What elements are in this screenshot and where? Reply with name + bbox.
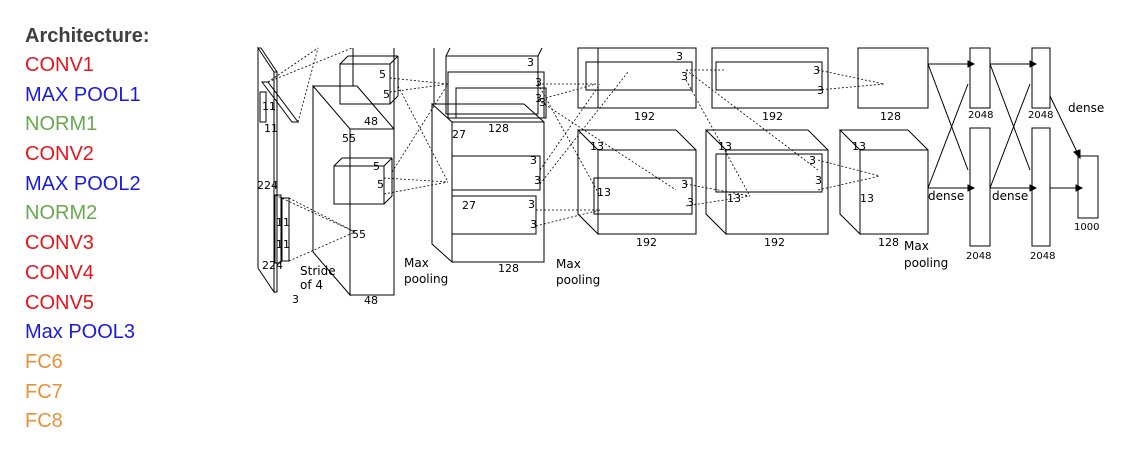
label-conv4-size: 13 [718, 140, 732, 153]
label-conv2-k3a: 3 [527, 56, 534, 69]
label-kernel-11-lower-a: 11 [276, 216, 290, 229]
label-conv4-k3c: 3 [809, 154, 816, 167]
label-conv5-depth-bottom: 128 [878, 236, 899, 249]
label-fc-2048-d: 2048 [1030, 251, 1055, 262]
label-conv4-k3b: 3 [817, 84, 824, 97]
label-conv1-k5b: 5 [383, 88, 390, 101]
label-conv3-size: 13 [590, 140, 604, 153]
input-volume [257, 46, 299, 294]
label-conv2-k3e: 3 [530, 154, 537, 167]
label-conv3-depth-bottom: 192 [636, 236, 657, 249]
label-fc-2048-a: 2048 [968, 110, 993, 121]
layer-item: CONV1 [25, 54, 94, 76]
label-maxpool2-a: Max [556, 257, 581, 271]
label-conv1-depth-bottom: 48 [364, 294, 378, 307]
label-channels: 3 [292, 293, 299, 306]
label-conv2-k3g: 3 [528, 198, 535, 211]
label-kernel-11-bottom: 11 [264, 122, 278, 135]
layer-item: CONV2 [25, 143, 94, 166]
label-kernel-11-lower-b: 11 [276, 238, 290, 251]
label-kernel-11-top: 11 [262, 100, 276, 113]
label-conv1-depth-top: 48 [364, 115, 378, 128]
label-maxpool2-b: pooling [556, 273, 600, 287]
layer-item: Max POOL3 [25, 321, 136, 344]
label-conv1-k5c: 5 [373, 160, 380, 173]
label-conv2-size-b: 27 [462, 199, 476, 212]
layer-item: FC8 [25, 410, 63, 433]
label-conv4-k3d: 3 [815, 174, 822, 187]
label-maxpool3-b: pooling [904, 256, 948, 270]
conv4-volume [705, 47, 829, 236]
label-stride-1: Stride [300, 264, 336, 278]
label-conv3-k3d: 3 [687, 196, 694, 209]
label-conv4-size-b: 13 [727, 192, 741, 205]
fc-layers [969, 47, 1099, 247]
label-conv4-k3a: 3 [813, 64, 820, 77]
layer-item: CONV5 [25, 291, 94, 314]
layer-item: FC6 [25, 350, 63, 373]
label-conv2-k3b: 3 [535, 76, 542, 89]
label-conv1-size-bottom: 55 [352, 228, 366, 241]
label-conv1-k5d: 5 [377, 178, 384, 191]
label-dense-3: dense [1068, 101, 1104, 115]
label-conv2-depth-bottom: 128 [498, 262, 519, 275]
label-conv2-size: 27 [452, 128, 466, 141]
label-fc-2048-c: 2048 [1028, 110, 1053, 121]
label-conv1-size-top: 55 [342, 132, 356, 145]
label-conv3-k3c: 3 [681, 178, 688, 191]
layer-item: MAX POOL1 [25, 83, 141, 106]
label-conv3-k3b: 3 [681, 70, 688, 83]
label-maxpool3-a: Max [904, 239, 929, 253]
label-maxpool1-a: Max [404, 256, 429, 270]
label-input-size: 224 [257, 179, 278, 192]
label-stride-2: of 4 [300, 278, 323, 292]
label-maxpool1-b: pooling [404, 272, 448, 286]
label-conv5-size-b: 13 [860, 192, 874, 205]
label-fc-1000: 1000 [1074, 222, 1099, 233]
legend-title: Architecture: [25, 25, 150, 47]
layer-item: MAX POOL2 [25, 172, 141, 195]
layer-item: FC7 [25, 380, 63, 403]
label-conv1-k5a: 5 [379, 68, 386, 81]
label-dense-1: dense [928, 189, 964, 203]
conv5-volume [839, 47, 929, 236]
layer-item: NORM1 [25, 113, 98, 136]
label-conv2-k3d: 3 [539, 96, 546, 109]
conv1-volume [312, 48, 399, 297]
label-conv2-depth-top: 128 [488, 122, 509, 135]
label-conv3-size-b: 13 [597, 186, 611, 199]
label-conv2-k3h: 3 [530, 218, 537, 231]
label-conv5-depth-top: 128 [880, 110, 901, 123]
label-input-size-bottom: 224 [262, 259, 283, 272]
label-conv4-depth-top: 192 [762, 110, 783, 123]
layer-item: CONV4 [25, 261, 94, 284]
label-conv2-k3f: 3 [534, 174, 541, 187]
label-conv4-depth-bottom: 192 [764, 236, 785, 249]
label-conv2-k3c: 3 [535, 92, 542, 105]
fc-arrows [927, 60, 1084, 192]
layer-item: CONV3 [25, 232, 94, 255]
label-fc-2048-b: 2048 [966, 251, 991, 262]
label-conv5-size: 13 [852, 140, 866, 153]
conv2-volume [431, 47, 547, 264]
dotted-connections [267, 47, 885, 262]
label-conv3-depth-top: 192 [634, 110, 655, 123]
label-conv3-k3a: 3 [676, 50, 683, 63]
label-dense-2: dense [992, 189, 1028, 203]
layer-item: NORM2 [25, 202, 98, 225]
